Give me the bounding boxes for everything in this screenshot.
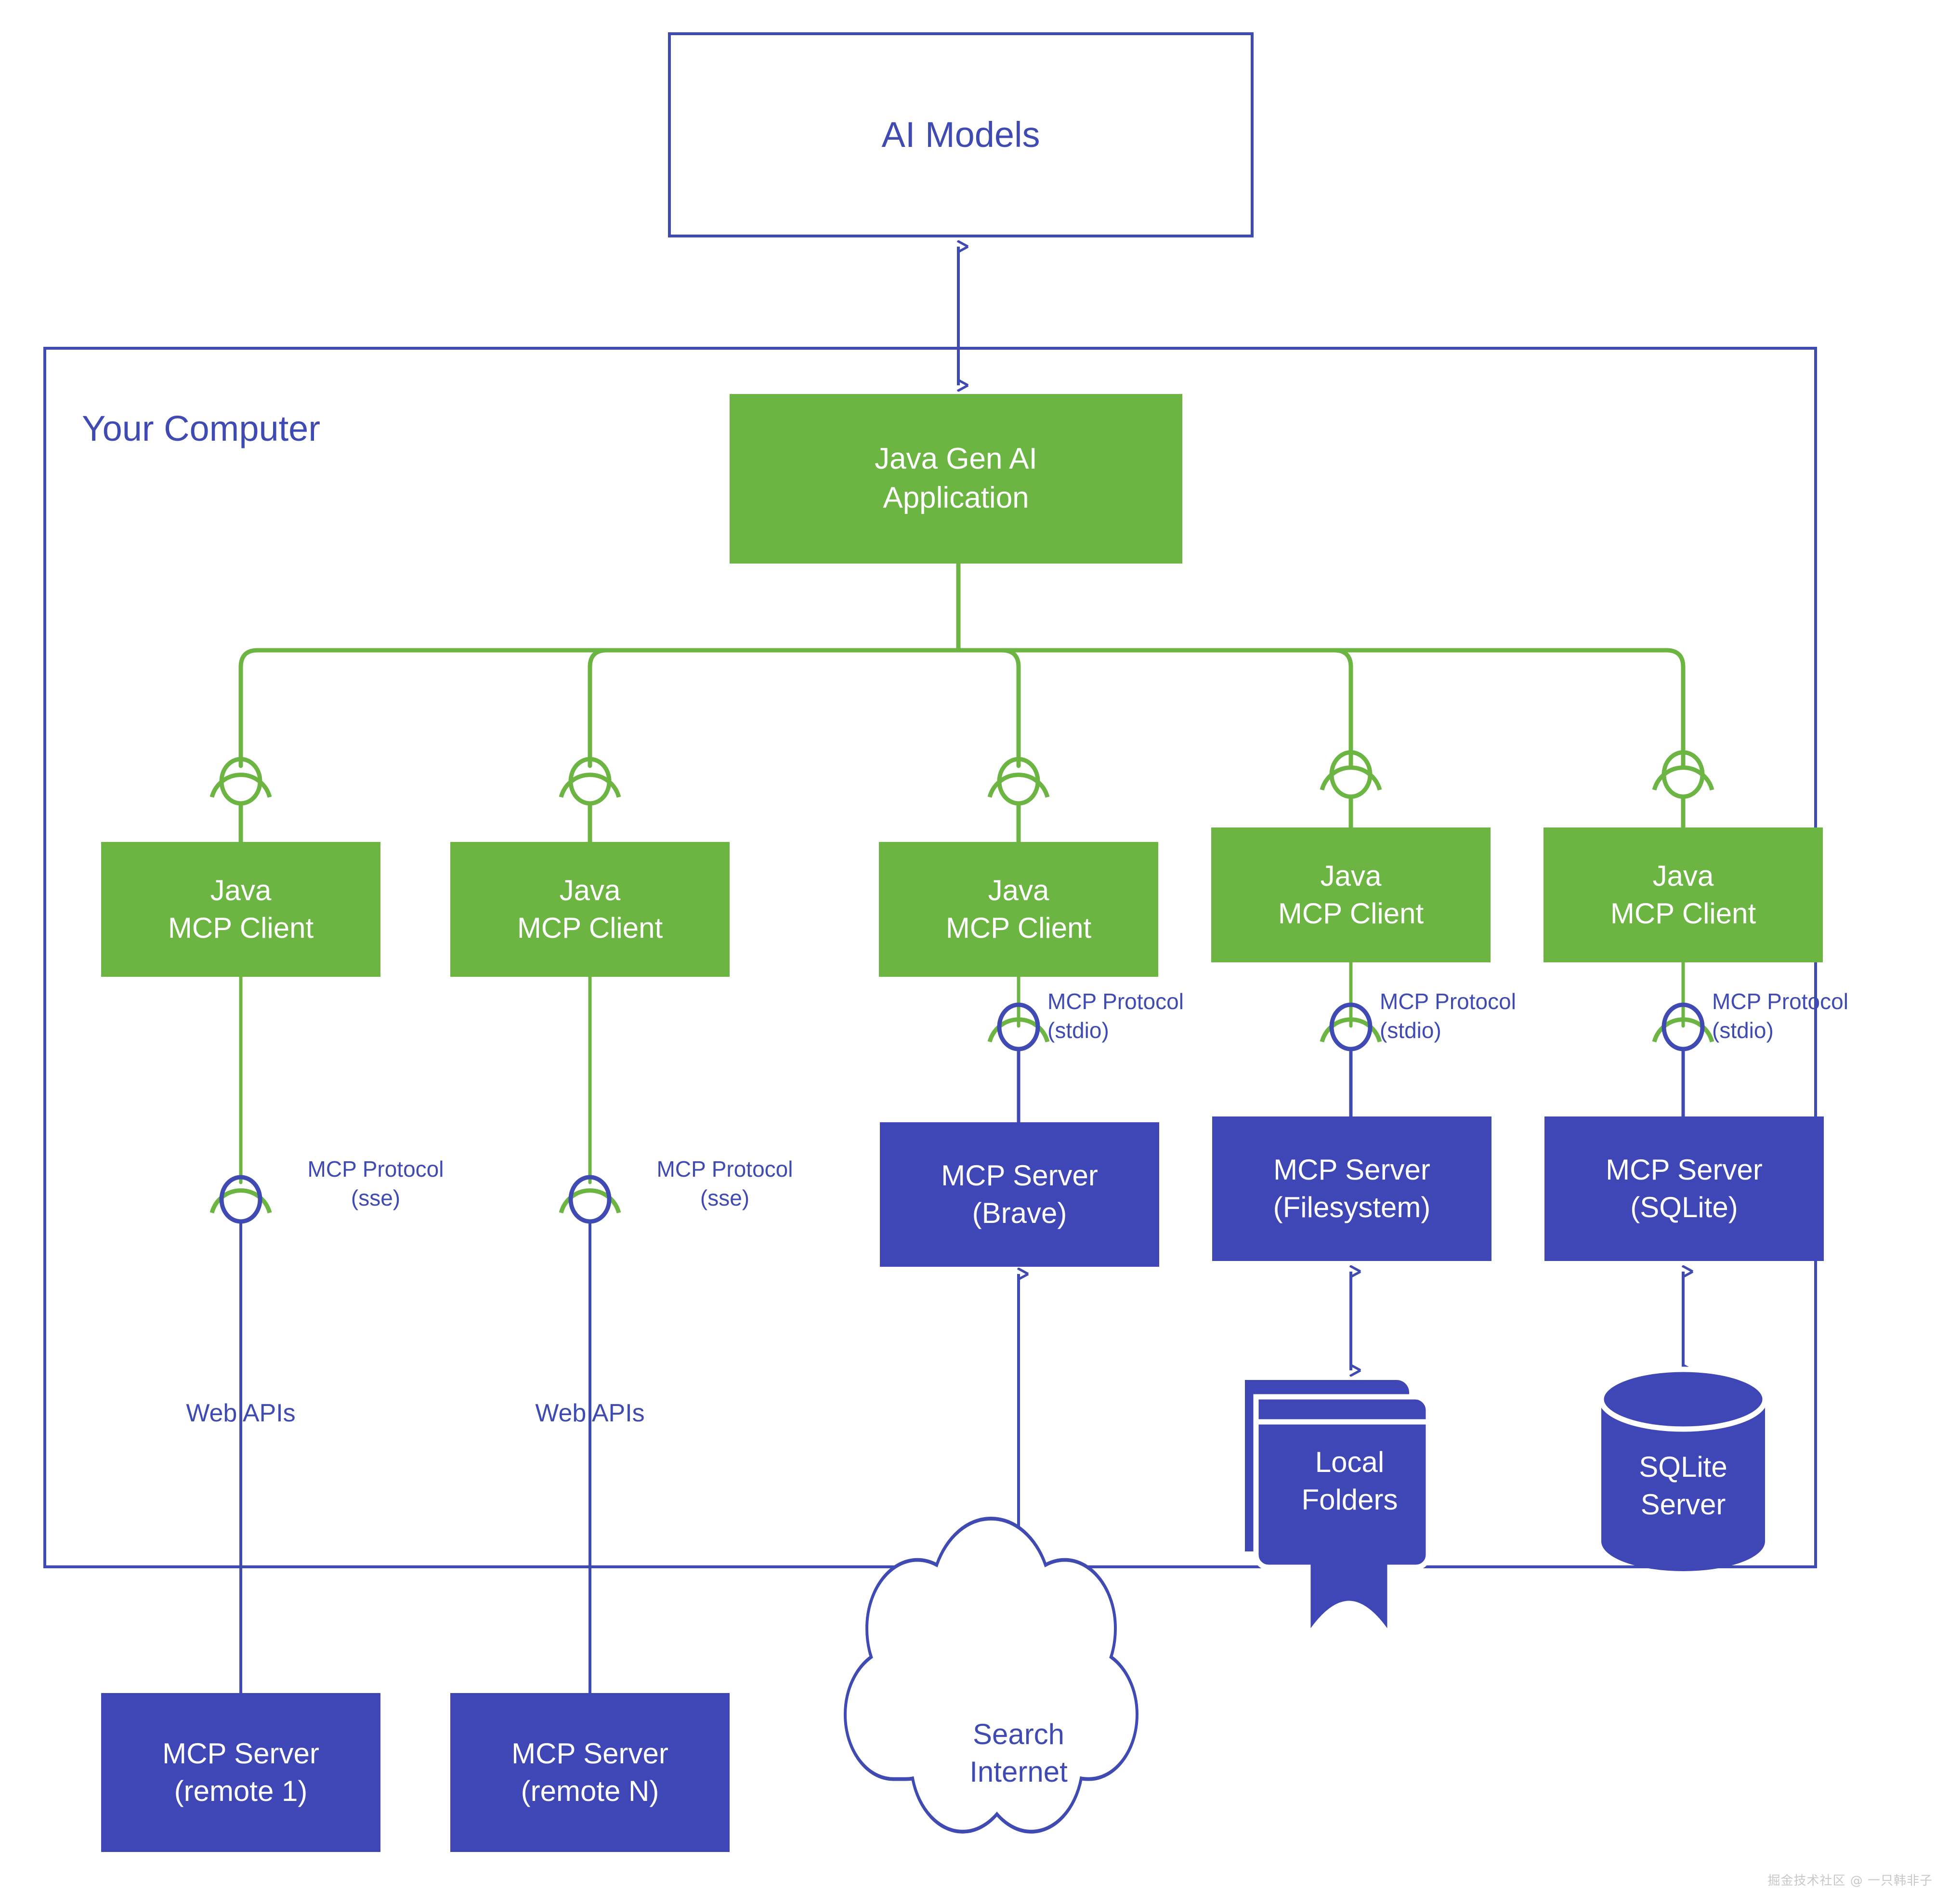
stdio-connector-filesystem [1320, 1002, 1382, 1124]
app-to-clients-fanout [238, 561, 1686, 768]
mcp-server-sqlite-box [1544, 1116, 1824, 1261]
socket-connector-client-5 [1652, 750, 1714, 830]
sqlite-server-cylinder [1598, 1366, 1768, 1571]
java-mcp-client-box-1 [101, 842, 380, 977]
socket-connector-client-3 [987, 757, 1050, 844]
java-gen-ai-application-box [730, 394, 1182, 564]
local-folders-shape [1245, 1380, 1442, 1647]
sse-connector-remote-n [559, 1175, 621, 1694]
mcp-server-filesystem-box [1212, 1116, 1491, 1261]
socket-connector-client-4 [1320, 750, 1382, 830]
search-internet-cloud [843, 1516, 1139, 1834]
mcp-server-remote-1-box [101, 1693, 380, 1852]
mcp-server-brave-box [880, 1122, 1159, 1267]
socket-connector-client-1 [209, 757, 272, 844]
java-mcp-client-box-5 [1544, 827, 1823, 962]
java-mcp-client-box-3 [879, 842, 1158, 977]
stdio-connector-sqlite [1652, 1002, 1714, 1124]
sse-connector-remote-1 [209, 1175, 272, 1694]
ai-models-box [668, 32, 1254, 237]
mcp-server-remote-n-box [450, 1693, 730, 1852]
watermark: 掘金技术社区 @ 一只韩非子 [1767, 1874, 1933, 1888]
java-mcp-client-box-2 [450, 842, 730, 977]
socket-connector-client-2 [559, 757, 621, 844]
java-mcp-client-box-4 [1211, 827, 1491, 962]
stdio-connector-brave [987, 1002, 1050, 1124]
